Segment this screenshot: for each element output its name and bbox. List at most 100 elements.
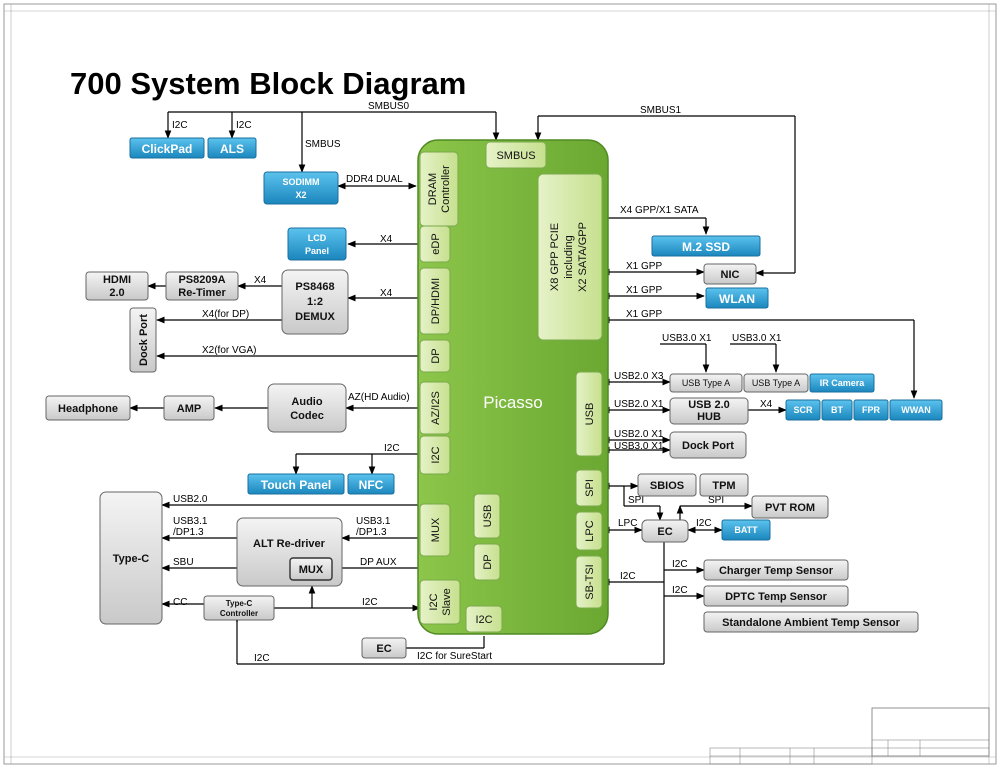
usb-hub-block: USB 2.0 xyxy=(688,399,730,411)
lcd-panel-block: LCD xyxy=(308,233,327,243)
x4-dp-label: X4(for DP) xyxy=(202,309,249,320)
i2c-label: I2C xyxy=(384,443,400,454)
type-c-controller-block: Controller xyxy=(220,609,258,618)
i2c-bottom-port: I2C xyxy=(475,614,492,626)
connection-lines xyxy=(129,111,918,665)
usb30x1-label: USB3.0 X1 xyxy=(662,333,712,344)
ps8468-block: PS8468 xyxy=(295,281,334,293)
blue-blocks: ClickPad ALS SODIMM X2 LCD Panel Touch P… xyxy=(129,137,943,541)
dphdmi-port: DP/HDMI xyxy=(430,278,442,324)
usb30x1-label: USB3.0 X1 xyxy=(614,441,664,452)
pcie-label: X2 SATA/GPP xyxy=(577,222,589,292)
x2-vga-label: X2(for VGA) xyxy=(202,345,256,356)
dp13-label: /DP1.3 xyxy=(173,527,204,538)
sbu-label: SBU xyxy=(173,557,194,568)
hdmi-block: HDMI xyxy=(103,274,131,286)
x4-label: X4 xyxy=(380,288,393,299)
line-labels: SMBUS0 SMBUS1 I2C I2C SMBUS DDR4 DUAL X4… xyxy=(172,101,782,664)
clickpad-block: ClickPad xyxy=(142,142,193,156)
wlan-block: WLAN xyxy=(719,292,755,306)
type-c-controller-block: Type-C xyxy=(226,599,253,608)
ps8209-block: PS8209A xyxy=(178,274,225,286)
smbus1-label: SMBUS1 xyxy=(640,105,682,116)
usb-port: USB xyxy=(584,403,596,426)
dram-port: DRAM xyxy=(427,173,439,205)
x1gpp-label: X1 GPP xyxy=(626,261,662,272)
dptc-temp-sensor-block: DPTC Temp Sensor xyxy=(725,591,828,603)
dock-port-block-right: Dock Port xyxy=(682,440,734,452)
sodimm-block: SODIMM xyxy=(283,177,320,187)
usb-type-a-block: USB Type A xyxy=(682,378,730,388)
m2-ssd-block: M.2 SSD xyxy=(682,240,730,254)
cc-label: CC xyxy=(173,597,187,608)
audio-codec-block: Codec xyxy=(290,410,324,422)
page-title: 700 System Block Diagram xyxy=(70,66,466,101)
dram-port: Controller xyxy=(440,165,452,213)
lcd-panel-block: Panel xyxy=(305,246,329,256)
spi-label: SPI xyxy=(708,495,724,506)
i2c-slave-port: Slave xyxy=(441,588,453,616)
ps8468-block: 1:2 xyxy=(307,296,323,308)
i2c-label: I2C xyxy=(172,120,188,131)
i2c-slave-port: I2C xyxy=(428,593,440,610)
i2c-port: I2C xyxy=(430,446,442,463)
nic-block: NIC xyxy=(721,269,740,281)
smbus-port: SMBUS xyxy=(496,150,535,162)
pcie-label: including xyxy=(563,235,575,278)
page-frame xyxy=(3,3,997,765)
lpc-label: LPC xyxy=(618,518,637,529)
dp13-label: /DP1.3 xyxy=(356,527,387,538)
x1gpp-label: X1 GPP xyxy=(626,285,662,296)
ec-block: EC xyxy=(657,526,672,538)
amp-block: AMP xyxy=(177,403,201,415)
i2c-label: I2C xyxy=(362,597,378,608)
dp-port: DP xyxy=(430,348,442,363)
mux-block: MUX xyxy=(299,564,324,576)
x1gpp-label: X1 GPP xyxy=(626,309,662,320)
picasso-chip: Picasso SMBUS X8 GPP PCIE including X2 S… xyxy=(417,139,609,635)
lpc-port: LPC xyxy=(584,520,596,541)
x4-label: X4 xyxy=(760,399,773,410)
i2c-label: I2C xyxy=(672,585,688,596)
gray-blocks: HDMI 2.0 PS8209A Re-Timer PS8468 1:2 DEM… xyxy=(45,263,919,659)
pvt-rom-block: PVT ROM xyxy=(765,502,815,514)
bt-block: BT xyxy=(831,405,843,415)
usb20x3-label: USB2.0 X3 xyxy=(614,371,664,382)
dock-port-block: Dock Port xyxy=(138,314,150,366)
az-hd-label: AZ(HD Audio) xyxy=(348,392,410,403)
dp-inner-port: DP xyxy=(482,554,494,569)
i2c-label: I2C xyxy=(254,653,270,664)
ddr4-label: DDR4 DUAL xyxy=(346,174,403,185)
ec-block-bottom: EC xyxy=(376,643,391,655)
x4-label: X4 xyxy=(380,234,393,245)
nfc-block: NFC xyxy=(359,478,384,492)
title-block xyxy=(709,707,990,765)
usb30x1-label: USB3.0 X1 xyxy=(732,333,782,344)
i2c-label: I2C xyxy=(236,120,252,131)
pcie-label: X8 GPP PCIE xyxy=(549,223,561,291)
usb20-label: USB2.0 xyxy=(173,494,208,505)
edp-port: eDP xyxy=(430,233,442,254)
picasso-label: Picasso xyxy=(483,393,543,412)
usb20x1-label: USB2.0 X1 xyxy=(614,399,664,410)
spi-label: SPI xyxy=(628,495,644,506)
touch-panel-block: Touch Panel xyxy=(261,478,331,492)
ps8209-block: Re-Timer xyxy=(178,287,226,299)
sbtsi-port: SB-TSI xyxy=(584,564,596,599)
az-port: AZ/I2S xyxy=(430,391,442,425)
type-c-block: Type-C xyxy=(113,553,150,565)
ps8468-block: DEMUX xyxy=(295,311,335,323)
batt-block: BATT xyxy=(734,525,758,535)
x4-label: X4 xyxy=(254,275,267,286)
headphone-block: Headphone xyxy=(58,403,118,415)
charger-temp-sensor-block: Charger Temp Sensor xyxy=(719,565,834,577)
ambient-temp-sensor-block: Standalone Ambient Temp Sensor xyxy=(722,617,901,629)
als-block: ALS xyxy=(220,142,244,156)
tpm-block: TPM xyxy=(712,480,735,492)
i2c-label: I2C xyxy=(620,571,636,582)
i2c-label: I2C xyxy=(672,559,688,570)
i2c-label: I2C xyxy=(696,518,712,529)
usb31-label: USB3.1 xyxy=(173,516,208,527)
audio-codec-block: Audio xyxy=(291,396,322,408)
